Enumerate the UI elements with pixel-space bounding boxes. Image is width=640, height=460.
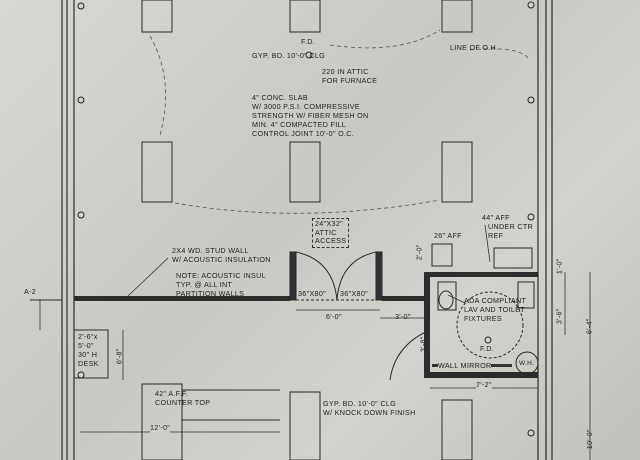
ceiling-note-bottom-2: W/ KNOCK DOWN FINISH — [323, 408, 416, 417]
acoustic-note-3: PARTITION WALLS — [176, 289, 245, 298]
desk-note-4: DESK — [78, 359, 99, 368]
slab-note-3: STRENGTH W/ FIBER MESH ON — [252, 111, 369, 120]
wall-mirror-label: WALL MIRROR — [438, 361, 492, 371]
door-size-left: 36"X80" — [298, 289, 326, 298]
aff-44-note-3: REF — [488, 231, 504, 240]
dim-3-8-bath: 3'-8" — [418, 336, 428, 353]
dim-10-0: 10'-0" — [584, 429, 594, 450]
ceiling-note-top: GYP. BD. 10'-0" CLG — [252, 51, 326, 60]
dim-3-6: 3'-6" — [554, 308, 564, 325]
section-mark-label: A-2 — [24, 287, 37, 296]
desk-note-2: 5'-0" — [78, 341, 94, 350]
door-size-right: 36"X80" — [340, 289, 368, 298]
furnace-note-1: 220 IN ATTIC — [322, 67, 369, 76]
exterior-wall-left — [61, 0, 75, 460]
dim-3-0: 3'-0" — [395, 312, 411, 321]
stud-wall-note-2: W/ ACOUSTIC INSULATION — [172, 255, 271, 264]
slab-note-1: 4" CONC. SLAB — [252, 93, 308, 102]
counter-note-1: 42" A.F.F. — [155, 389, 189, 398]
acoustic-note-1: NOTE: ACOUSTIC INSUL — [176, 271, 266, 280]
leader-lines — [127, 224, 491, 304]
dim-7-2: 7'-2" — [476, 380, 492, 390]
floor-drain-label-bath: F.D. — [480, 344, 494, 353]
counter-note-2: COUNTER TOP — [155, 398, 211, 407]
dim-1-0: 1'-0" — [554, 258, 564, 275]
ada-note-2: LAV AND TOILET — [464, 305, 525, 314]
light-pattern-arcs — [149, 29, 531, 214]
counter-outline — [141, 383, 280, 460]
bathroom-fixtures — [389, 243, 539, 381]
bathroom-walls — [424, 272, 538, 378]
dim-2-0: 2'-0" — [414, 244, 424, 261]
slab-note-2: W/ 3000 P.S.I. COMPRESSIVE — [252, 102, 360, 111]
slab-note-5: CONTROL JOINT 10'-0" O.C. — [252, 129, 355, 138]
dim-12-0: 12'-0" — [150, 423, 171, 433]
slab-note-4: MIN. 4" COMPACTED FILL — [252, 120, 347, 129]
double-door — [289, 251, 383, 301]
aff-44-note-2: UNDER CTR — [488, 222, 534, 231]
attic-access-line-1: 24"X32" — [315, 219, 343, 228]
floor-drains — [305, 51, 492, 344]
partition-wall — [74, 296, 424, 301]
attic-access-note: 24"X32" ATTIC ACCESS — [312, 218, 350, 248]
dim-6-8: 6'-8" — [114, 348, 124, 365]
desk-outline — [73, 329, 109, 379]
attic-access-line-3: ACCESS — [315, 236, 347, 245]
desk-note-1: 2'-6"x — [78, 332, 98, 341]
dim-6-0: 6'-0" — [326, 312, 342, 321]
floor-drain-label-top: F.D. — [301, 37, 315, 46]
aff-44-note-1: 44" AFF — [482, 213, 510, 222]
dim-6-4: 6'-4" — [584, 318, 594, 335]
ceiling-note-bottom-1: GYP. BD. 10'-0" CLG — [323, 399, 397, 408]
ada-note-1: ADA COMPLIANT — [464, 296, 527, 305]
light-fixtures — [141, 0, 473, 460]
wall-stud-markers — [77, 1, 535, 437]
desk-note-3: 30" H — [78, 350, 98, 359]
exterior-wall-right — [537, 0, 553, 460]
attic-access-line-2: ATTIC — [315, 227, 337, 237]
water-heater-label: W.H. — [519, 360, 535, 367]
aff-26-note: 26" AFF — [434, 231, 462, 240]
stud-wall-note-1: 2X4 WD. STUD WALL — [172, 246, 249, 255]
ada-note-3: FIXTURES — [464, 314, 502, 323]
acoustic-note-2: TYP. @ ALL INT — [176, 280, 233, 289]
overhang-note: LINE OF O.H. — [450, 43, 499, 52]
furnace-note-2: FOR FURNACE — [322, 76, 378, 85]
